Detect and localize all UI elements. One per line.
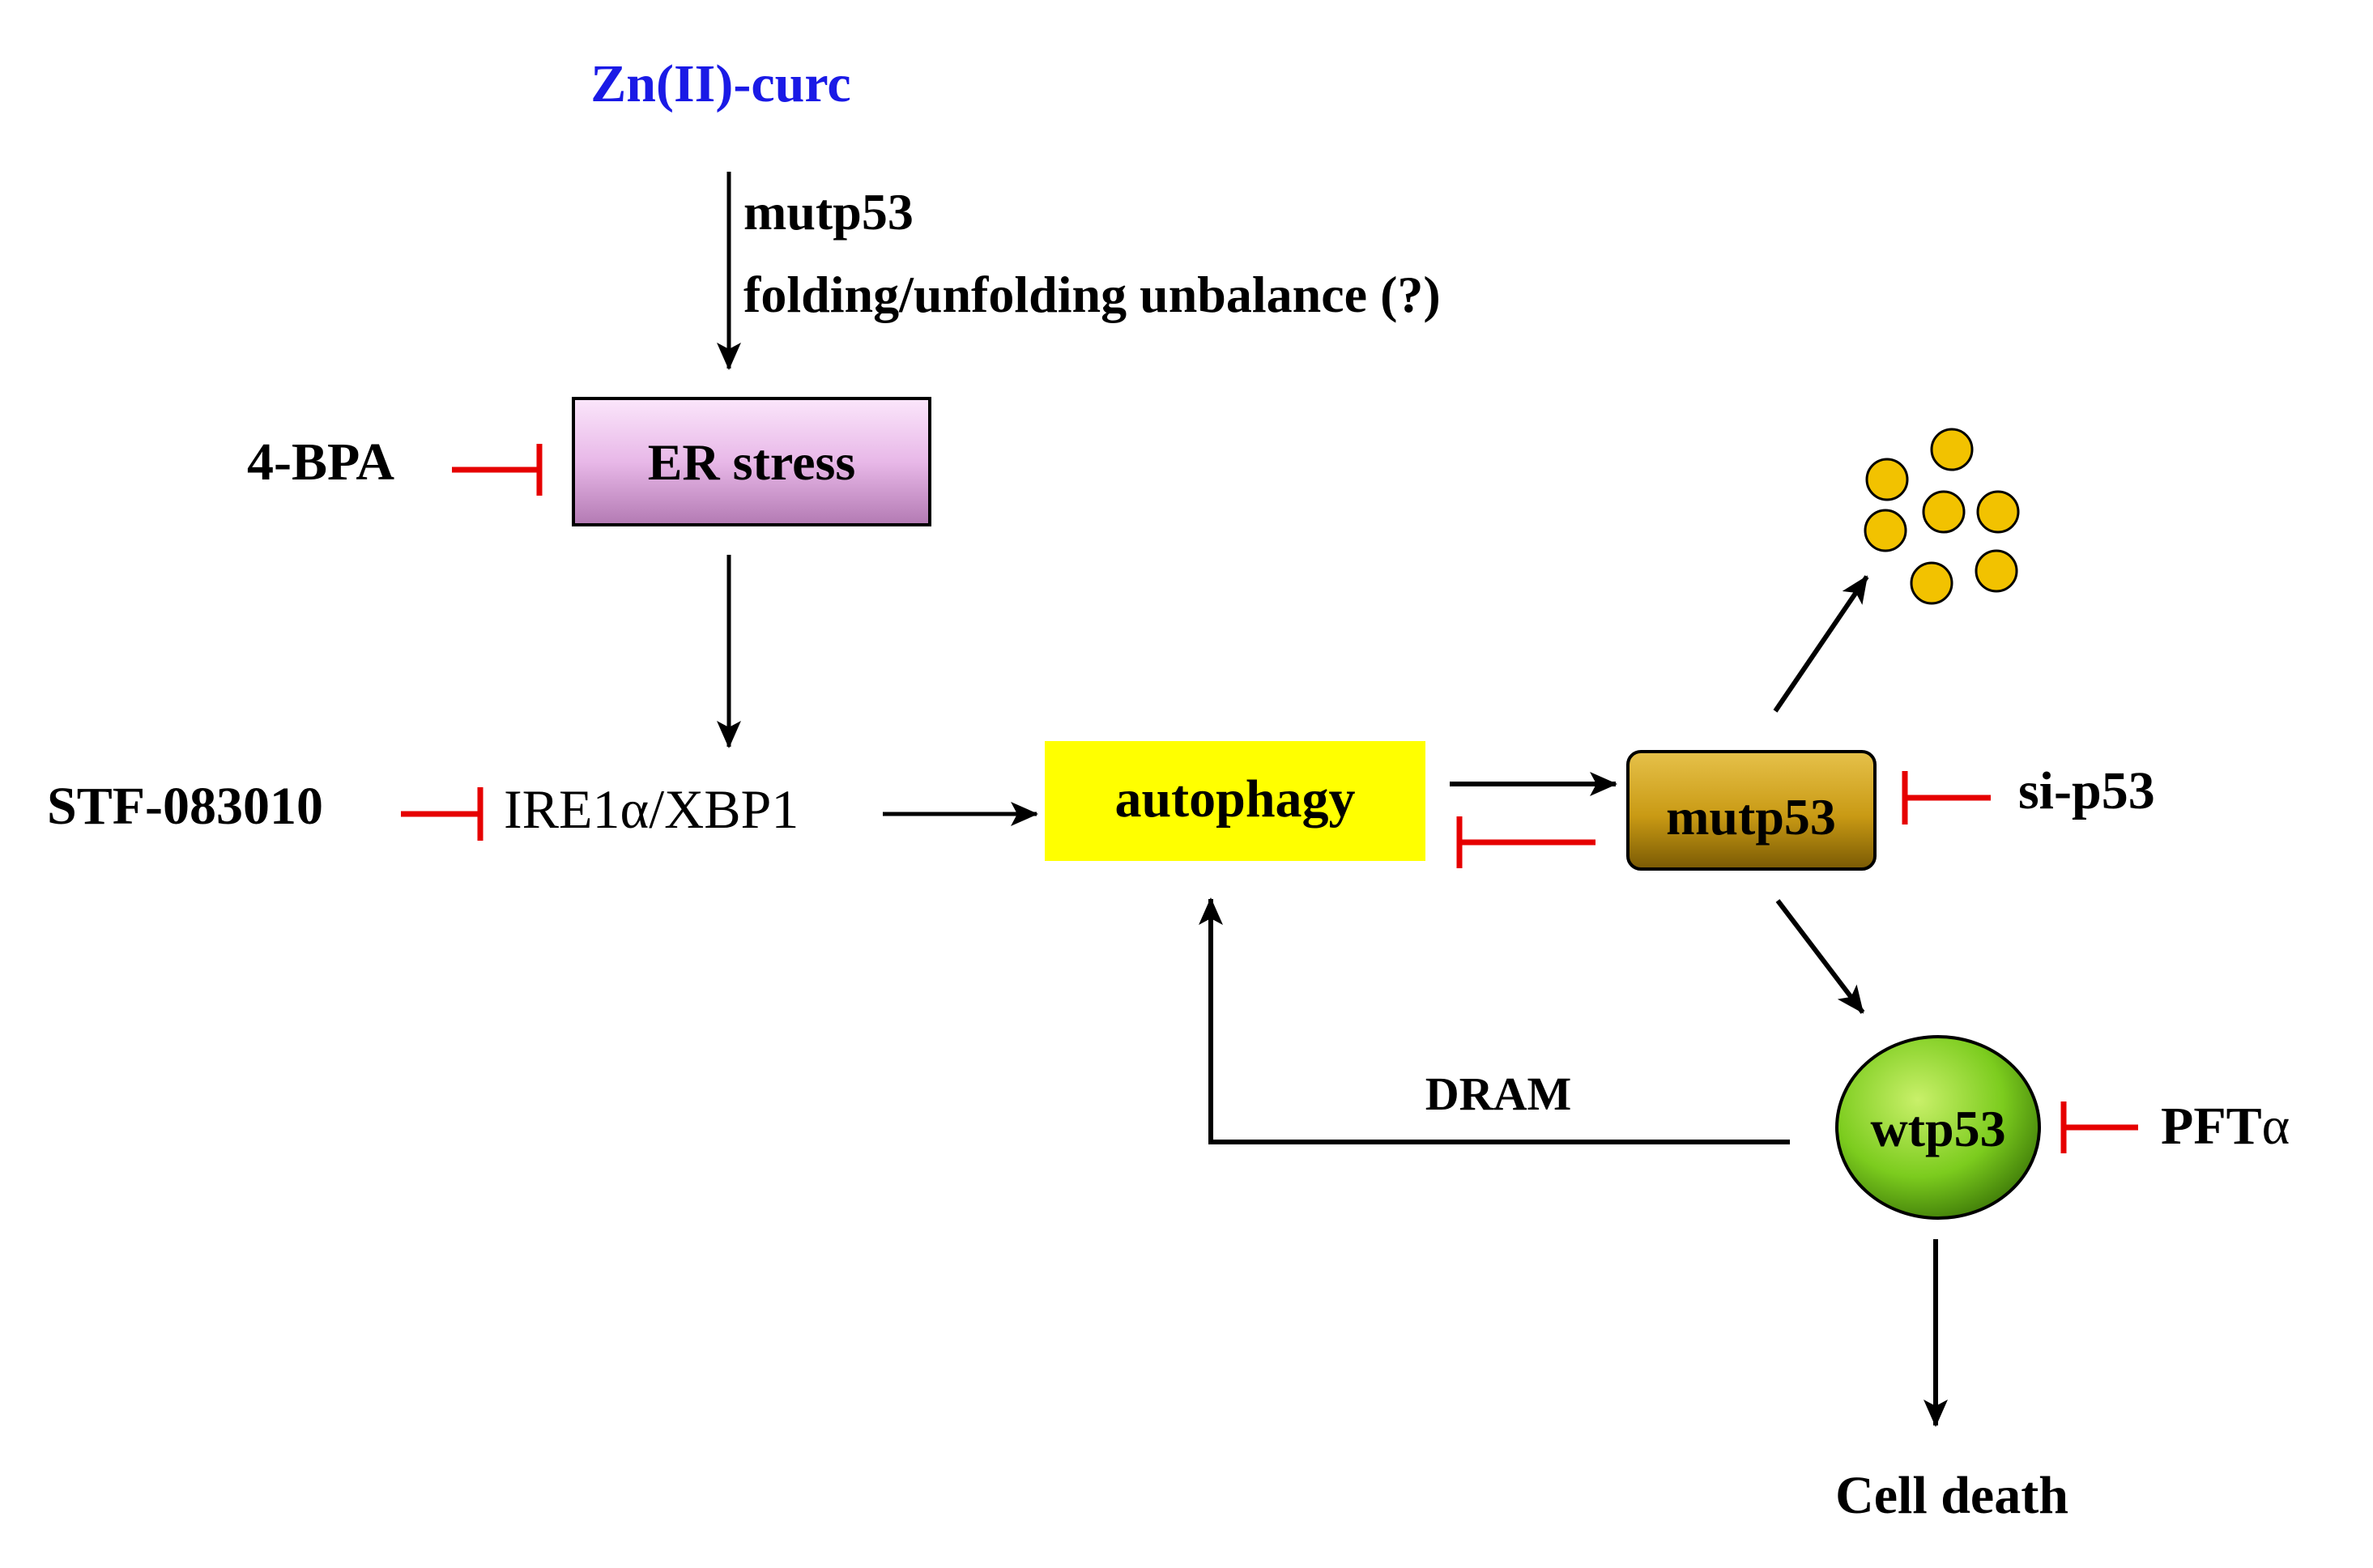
- unbalance-label: folding/unfolding unbalance (?): [743, 266, 1441, 323]
- mutp53-label: mutp53: [1666, 788, 1836, 846]
- stf-label: STF-083010: [47, 777, 323, 836]
- mutp53-inhibits-autophagy: [1456, 816, 1595, 868]
- sip53-label: si-p53: [2018, 761, 2155, 820]
- wtp53-label: wtp53: [1870, 1100, 2005, 1157]
- bpa-label: 4-BPA: [247, 432, 394, 492]
- stf-inhibition: [401, 787, 484, 841]
- dram-label: DRAM: [1425, 1067, 1571, 1120]
- wtp53-node: wtp53: [1835, 1035, 2041, 1220]
- mutp53-to-wtp53-arrow: [1775, 899, 1865, 1014]
- wtp53-to-autophagy-dram-arrow: [1199, 897, 1790, 1144]
- sip53-inhibition: [1902, 771, 1991, 824]
- degraded-fragments: [1864, 428, 2020, 605]
- mutp53-folding-label: mutp53: [743, 183, 914, 241]
- er-stress-node: ER stress: [572, 397, 931, 526]
- mutp53-node: mutp53: [1626, 750, 1877, 871]
- er-stress-label: ER stress: [648, 433, 856, 491]
- pft-inhibition: [2060, 1101, 2138, 1153]
- pft-label: PFTα: [2161, 1097, 2290, 1156]
- autophagy-node: autophagy: [1045, 741, 1425, 861]
- autophagy-label: autophagy: [1114, 769, 1355, 829]
- drug-label: Zn(II)-curc: [590, 54, 850, 113]
- mutp53-degradation-arrow: [1773, 575, 1869, 713]
- bpa-inhibition: [452, 444, 543, 496]
- ire1-xbp1-label: IRE1α/XBP1: [504, 778, 799, 840]
- cell-death-label: Cell death: [1835, 1466, 2068, 1525]
